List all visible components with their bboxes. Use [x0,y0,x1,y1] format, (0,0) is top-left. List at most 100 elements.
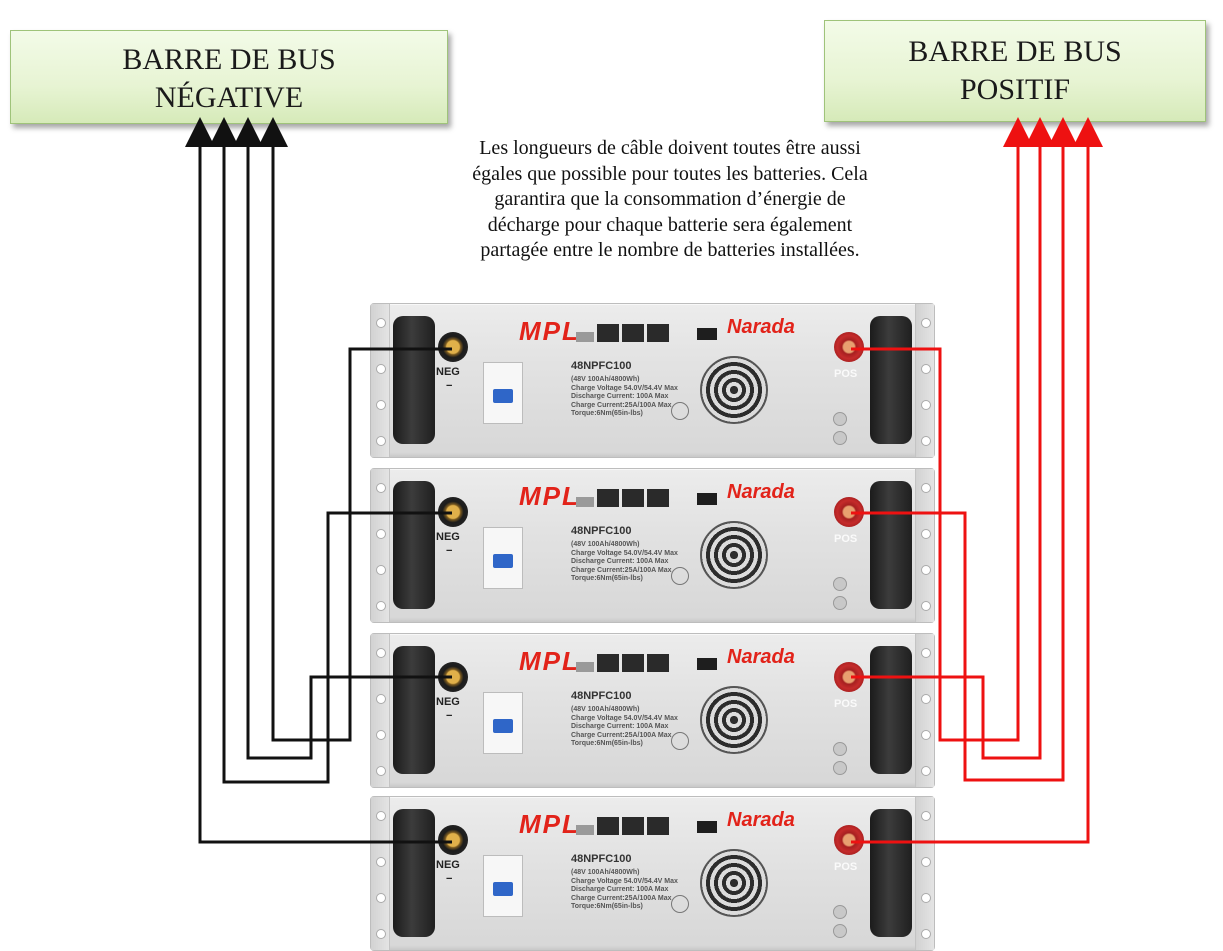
positive-cables [851,117,1103,844]
model-number: 48NPFC100 [571,360,632,372]
rack-ear-right [915,304,934,457]
neg-label: NEG [436,531,460,543]
fan-icon [700,356,768,424]
negative-cable-1 [258,117,452,742]
comm-ports [576,654,686,674]
handle-right [870,481,912,609]
rack-ear-right [915,797,934,950]
neg-sign: − [446,873,453,885]
circuit-breaker [483,855,523,917]
rack-ear-left [371,304,390,457]
note-line: Les longueurs de câble doivent toutes êt… [479,137,861,159]
rack-ear-left [371,469,390,622]
handle-left [393,316,435,444]
positive-bus-bar: BARRE DE BUS POSITIF [824,20,1206,122]
rack-ear-right [915,634,934,787]
certification-mark [671,402,689,420]
cable-length-note: Les longueurs de câble doivent toutes êt… [380,136,960,264]
mpl-logo: MPL [519,646,580,676]
positive-terminal [834,332,864,362]
mpl-logo: MPL [519,316,580,346]
negative-cable-3 [233,117,452,760]
certification-mark [671,895,689,913]
mpl-logo: MPL [519,481,580,511]
positive-cable-1 [851,117,1033,742]
pos-label: POS [834,698,858,710]
model-number: 48NPFC100 [571,525,632,537]
dry-contact-port [697,328,717,340]
breaker-switch [493,554,513,568]
spec-text: (48V 100Ah/4800Wh) Charge Voltage 54.0V/… [571,541,678,582]
battery-module-2: NEG − MPL 48NPFC100 (48V 100Ah/4800Wh) C… [370,468,935,623]
fan-icon [700,849,768,917]
negative-bus-title: BARRE DE BUS [122,43,336,76]
comm-ports [576,324,686,344]
circuit-breaker [483,527,523,589]
battery-module-3: NEG − MPL 48NPFC100 (48V 100Ah/4800Wh) C… [370,633,935,788]
dry-contact-port [697,821,717,833]
negative-bus-bar: BARRE DE BUS NÉGATIVE [10,30,448,124]
handle-right [870,316,912,444]
pos-label: POS [834,861,858,873]
handle-left [393,809,435,937]
narada-logo: Narada [727,646,795,668]
dry-contact-port [697,658,717,670]
fan-icon [700,686,768,754]
breaker-switch [493,389,513,403]
model-number: 48NPFC100 [571,690,632,702]
negative-terminal [438,825,468,855]
negative-cable-4 [185,117,452,844]
positive-cable-4 [851,117,1103,844]
positive-bus-subtitle: POSITIF [959,73,1071,106]
circuit-breaker [483,362,523,424]
negative-terminal [438,332,468,362]
battery-module-4: NEG − MPL 48NPFC100 (48V 100Ah/4800Wh) C… [370,796,935,951]
neg-label: NEG [436,696,460,708]
certification-mark [671,567,689,585]
comm-ports [576,489,686,509]
breaker-switch [493,882,513,896]
spec-text: (48V 100Ah/4800Wh) Charge Voltage 54.0V/… [571,869,678,910]
model-number: 48NPFC100 [571,853,632,865]
note-line: décharge pour chaque batterie sera égale… [487,213,853,236]
neg-label: NEG [436,366,460,378]
handle-right [870,809,912,937]
pos-label: POS [834,533,858,545]
negative-bus-subtitle: NÉGATIVE [154,81,304,114]
rack-ear-left [371,634,390,787]
positive-terminal [834,825,864,855]
negative-cable-2 [209,117,452,784]
ground-bolts [833,412,867,445]
spec-text: (48V 100Ah/4800Wh) Charge Voltage 54.0V/… [571,706,678,747]
comm-ports [576,817,686,837]
pos-label: POS [834,368,858,380]
narada-logo: Narada [727,481,795,503]
neg-sign: − [446,545,453,557]
neg-label: NEG [436,859,460,871]
battery-module-1: NEG − MPL 48NPFC100 (48V 100Ah/4800Wh) C… [370,303,935,458]
spec-text: (48V 100Ah/4800Wh) Charge Voltage 54.0V/… [571,376,678,417]
positive-cable-2 [851,117,1078,782]
narada-logo: Narada [727,809,795,831]
note-line: garantira que la consommation d’énergie … [494,188,846,210]
negative-cables [185,117,452,844]
fan-icon [700,521,768,589]
note-line: égales que possible pour toutes les batt… [472,162,868,185]
ground-bolts [833,905,867,938]
handle-left [393,646,435,774]
positive-cable-3 [851,117,1055,760]
mpl-logo: MPL [519,809,580,839]
handle-right [870,646,912,774]
handle-left [393,481,435,609]
narada-logo: Narada [727,316,795,338]
note-line: partagée entre le nombre de batteries in… [480,239,860,261]
certification-mark [671,732,689,750]
neg-sign: − [446,380,453,392]
ground-bolts [833,742,867,775]
rack-ear-right [915,469,934,622]
dry-contact-port [697,493,717,505]
positive-bus-title: BARRE DE BUS [908,35,1122,68]
circuit-breaker [483,692,523,754]
neg-sign: − [446,710,453,722]
